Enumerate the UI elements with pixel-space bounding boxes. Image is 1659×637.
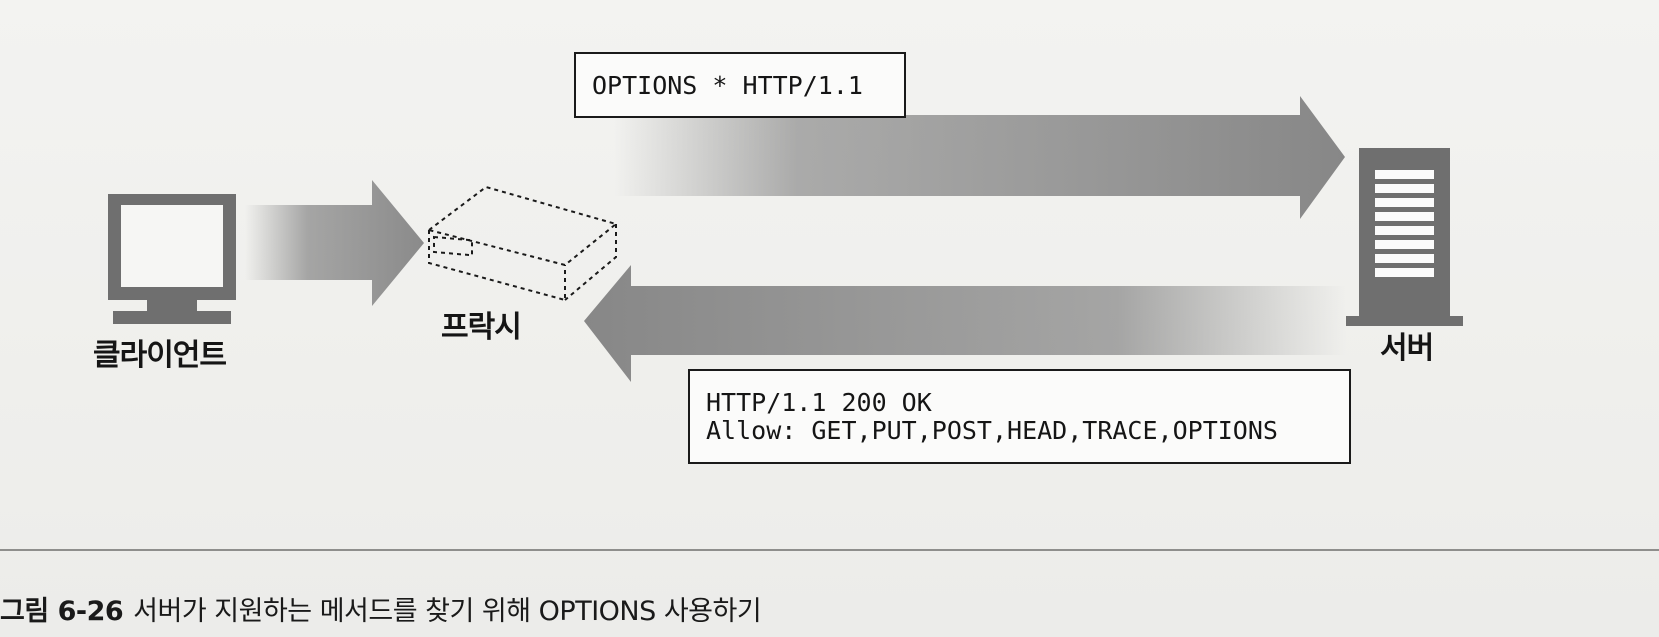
- caption-divider: [0, 549, 1659, 551]
- response-allow-line: Allow: GET,PUT,POST,HEAD,TRACE,OPTIONS: [706, 416, 1278, 445]
- http-options-diagram: [108, 96, 1463, 382]
- server-rack-icon: [1346, 148, 1463, 326]
- proxy-label: 프락시: [441, 310, 522, 345]
- request-line: OPTIONS * HTTP/1.1: [592, 71, 863, 100]
- figure-number: 그림 6-26: [0, 596, 124, 627]
- request-message-box: OPTIONS * HTTP/1.1: [574, 52, 906, 118]
- proxy-box-icon: [426, 185, 619, 302]
- figure-caption: 그림 6-26 서버가 지원하는 메서드를 찾기 위해 OPTIONS 사용하기: [0, 589, 762, 628]
- response-status-line: HTTP/1.1 200 OK: [706, 388, 932, 417]
- caption-text: 서버가 지원하는 메서드를 찾기 위해 OPTIONS 사용하기: [133, 596, 762, 627]
- client-label: 클라이언트: [93, 338, 227, 373]
- computer-monitor-icon: [108, 194, 236, 324]
- request-arrow: [614, 96, 1345, 219]
- response-message-box: HTTP/1.1 200 OK Allow: GET,PUT,POST,HEAD…: [688, 369, 1351, 464]
- client-to-proxy-arrow: [245, 180, 424, 306]
- server-label: 서버: [1380, 331, 1434, 366]
- response-arrow: [584, 265, 1346, 382]
